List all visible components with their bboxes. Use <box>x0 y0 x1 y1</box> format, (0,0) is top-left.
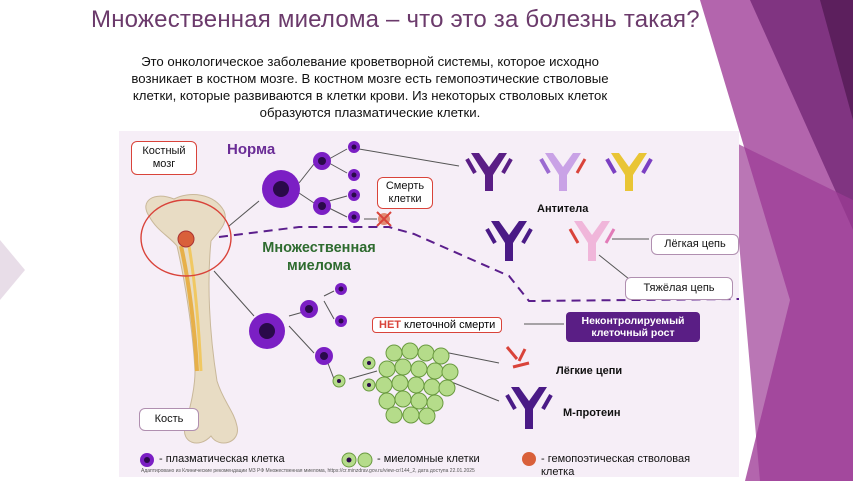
cell-death-label: Смерть клетки <box>377 177 433 209</box>
legend-plasma-cell: - плазматическая клетка <box>159 453 285 465</box>
uncontrolled-growth-label: Неконтролируемый клеточный рост <box>566 312 700 342</box>
myeloma-cell-cluster <box>375 342 459 425</box>
cell-death-cross-icon <box>376 211 392 227</box>
no-cell-death-text: клеточной смерти <box>401 319 496 331</box>
slide-title: Множественная миелома – что это за болез… <box>91 6 700 33</box>
stem-cell <box>177 230 195 248</box>
m-protein-icon <box>505 387 553 429</box>
legend-stem-cell: - гемопоэтическая стволовая клетка <box>541 453 691 477</box>
bone-illustration <box>145 194 238 444</box>
legend-myeloma-cells: - миеломные клетки <box>377 453 480 465</box>
myeloma-plasma-cells <box>249 283 376 392</box>
dashed-divider <box>218 226 739 303</box>
intro-paragraph: Это онкологическое заболевание кроветвор… <box>131 54 609 120</box>
heavy-chain-label: Тяжёлая цепь <box>625 277 733 300</box>
antibody-violet-icon <box>539 153 587 191</box>
antibody-dark-icon <box>465 153 513 191</box>
light-chain-label: Лёгкая цепь <box>651 234 739 255</box>
legend-symbols <box>140 452 536 468</box>
no-prefix: НЕТ <box>379 319 401 331</box>
m-protein-label: М-протеин <box>563 407 621 419</box>
bone-marrow-label: Костный мозг <box>131 141 197 175</box>
antibody-yellow-icon <box>605 153 653 191</box>
diagram-graphics <box>140 141 739 468</box>
normal-plasma-cells <box>262 141 360 223</box>
bone-marrow-highlight <box>140 199 232 277</box>
no-cell-death-label: НЕТ клеточной смерти <box>372 317 503 333</box>
multiple-myeloma-label: Множественная миелома <box>262 240 376 274</box>
norm-label: Норма <box>227 141 276 158</box>
antibody-pink-icon <box>568 221 616 261</box>
antibody-deep-icon <box>485 221 533 261</box>
myeloma-diagram: Костный мозг Норма Смерть клетки Антител… <box>119 131 739 477</box>
source-footnote: Адаптировано из Клинические рекомендации… <box>141 468 475 474</box>
light-chains-label: Лёгкие цепи <box>556 365 623 377</box>
light-chains-icon <box>505 346 530 369</box>
bone-label: Кость <box>139 408 199 431</box>
antibodies-label: Антитела <box>537 203 589 215</box>
